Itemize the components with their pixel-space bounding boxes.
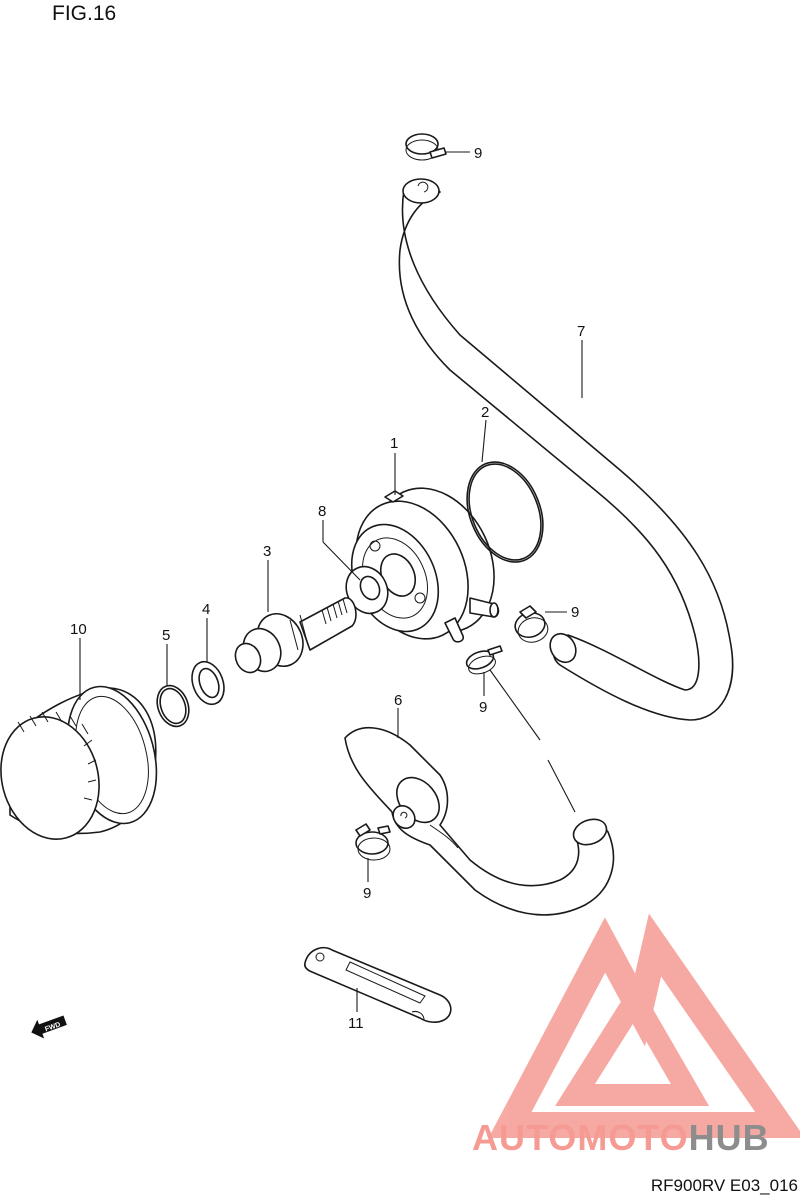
part-10-oil-filter — [0, 685, 158, 840]
callout-5: 5 — [162, 627, 170, 644]
callout-11: 11 — [348, 1015, 364, 1032]
watermark-text: AUTOMOTOHUB — [472, 1117, 770, 1158]
callout-9-right: 9 — [571, 604, 579, 621]
callout-8: 8 — [318, 503, 326, 520]
callout-9-bottom: 9 — [363, 885, 371, 902]
part-3-union-bolt — [234, 597, 357, 674]
callout-numbers: 1 2 3 4 5 6 7 8 9 9 9 9 10 11 — [70, 145, 585, 1032]
part-9-clamp-right — [514, 605, 549, 643]
callout-7: 7 — [577, 323, 585, 340]
callout-9-middle: 9 — [479, 699, 487, 716]
callout-6: 6 — [394, 692, 402, 709]
figure-label: FIG.16 — [52, 2, 117, 25]
watermark-text-secondary: HUB — [689, 1117, 770, 1158]
part-1-oil-cooler — [350, 487, 500, 643]
callout-3: 3 — [263, 543, 271, 560]
part-6-oil-hose — [344, 726, 615, 916]
callout-4: 4 — [202, 601, 210, 618]
callout-10: 10 — [70, 621, 87, 638]
part-4-washer — [191, 660, 225, 706]
watermark-text-primary: AUTOMOTO — [472, 1117, 689, 1158]
part-9-clamp-bottom — [355, 823, 391, 861]
svg-text:AUTOMOTOHUB: AUTOMOTOHUB — [472, 1117, 770, 1158]
part-7-oil-hose — [398, 178, 734, 721]
part-9-clamp-top — [405, 133, 447, 161]
leader-lines — [79, 151, 583, 1012]
part-2-o-ring — [466, 461, 544, 563]
callout-2: 2 — [481, 404, 489, 421]
watermark-logo — [488, 913, 800, 1138]
part-5-o-ring — [156, 684, 190, 728]
callout-9-top: 9 — [474, 145, 482, 162]
fwd-direction-arrow: FWD — [31, 1015, 67, 1039]
drawing-code: RF900RV E03_016 — [650, 1176, 798, 1195]
callout-1: 1 — [390, 435, 398, 452]
part-11-bracket — [304, 946, 452, 1023]
part-9-clamp-middle — [465, 645, 503, 675]
